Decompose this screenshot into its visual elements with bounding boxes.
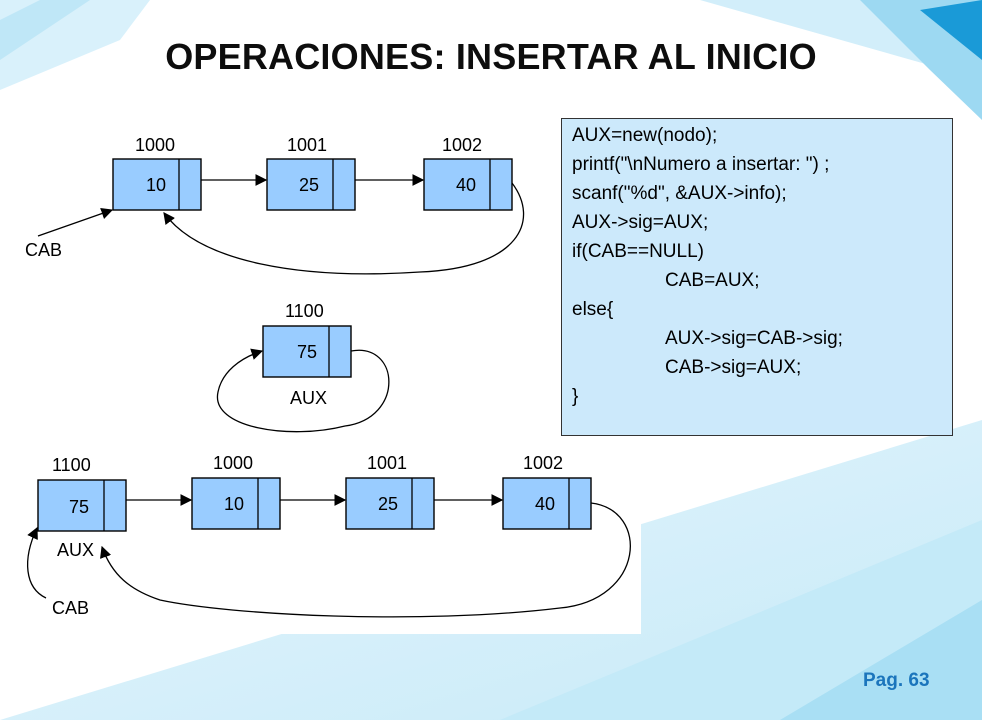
self-loop-arrow (216, 348, 390, 433)
aux-pointer-label: AUX (57, 540, 94, 560)
list-node: 40 (502, 477, 592, 530)
node-box (262, 325, 352, 378)
code-line: AUX->sig=CAB->sig; (665, 328, 843, 349)
cab-arrow (26, 526, 47, 599)
page-number: Pag. 63 (863, 670, 930, 691)
code-line: CAB=AUX; (665, 270, 760, 291)
node-value: 75 (297, 342, 317, 362)
node-box (502, 477, 592, 530)
node-address: 1002 (442, 135, 482, 155)
list-node: 25 (266, 158, 356, 211)
circular-arrow (100, 502, 631, 618)
cab-arrow (37, 207, 114, 237)
node-address: 1002 (523, 453, 563, 473)
node-value: 10 (146, 175, 166, 195)
code-line: AUX->sig=AUX; (572, 212, 709, 233)
code-line: AUX=new(nodo); (572, 125, 718, 146)
new-node: 1100 75 AUX (216, 301, 390, 433)
node-address: 1100 (285, 301, 324, 321)
code-block: AUX=new(nodo); printf("\nNumero a insert… (561, 118, 953, 436)
node-address: 1100 (52, 455, 91, 475)
node-address: 1001 (367, 453, 407, 473)
node-box (191, 477, 281, 530)
list-node: 40 (423, 158, 513, 211)
node-value: 10 (224, 494, 244, 514)
bottom-list: 1100 1000 1001 1002 75 10 25 40 AUX C (26, 453, 631, 618)
list-node: 25 (345, 477, 435, 530)
code-line: if(CAB==NULL) (572, 241, 704, 262)
list-node: 75 (262, 325, 352, 378)
code-line: printf("\nNumero a insertar: ") ; (572, 154, 830, 175)
node-address: 1001 (287, 135, 327, 155)
node-value: 40 (456, 175, 476, 195)
node-value: 25 (299, 175, 319, 195)
bottom-diagram-panel (23, 444, 641, 634)
code-line: } (572, 386, 579, 407)
node-address: 1000 (135, 135, 175, 155)
list-node: 75 (37, 479, 127, 532)
node-value: 25 (378, 494, 398, 514)
aux-pointer-label: AUX (290, 388, 327, 408)
list-node: 10 (112, 158, 202, 211)
node-value: 75 (69, 497, 89, 517)
cab-pointer-label: CAB (25, 240, 62, 260)
slide-title: OPERACIONES: INSERTAR AL INICIO (165, 36, 817, 77)
list-node: 10 (191, 477, 281, 530)
code-line: else{ (572, 299, 614, 320)
node-box (37, 479, 127, 532)
cab-pointer-label: CAB (52, 598, 89, 618)
code-line: CAB->sig=AUX; (665, 357, 802, 378)
top-list: 1000 1001 1002 10 25 40 CAB (25, 135, 525, 275)
node-address: 1000 (213, 453, 253, 473)
node-box (345, 477, 435, 530)
circular-arrow (163, 182, 525, 275)
code-line: scanf("%d", &AUX->info); (572, 183, 787, 204)
node-box (112, 158, 202, 211)
node-value: 40 (535, 494, 555, 514)
